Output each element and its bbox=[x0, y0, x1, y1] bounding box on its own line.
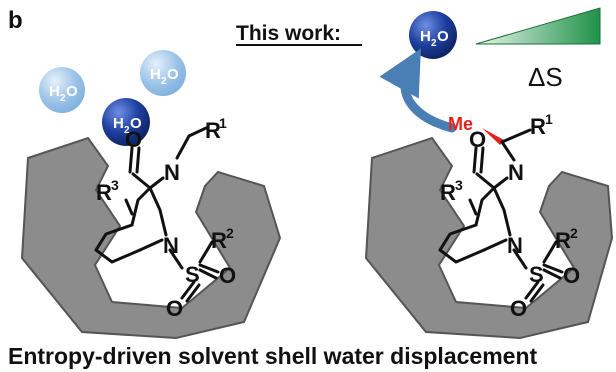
entropy-symbol: ΔS bbox=[528, 62, 563, 92]
entropy-wedge bbox=[475, 7, 601, 45]
svg-text:H: H bbox=[49, 83, 60, 100]
atom-S: S bbox=[185, 262, 200, 287]
svg-text:2: 2 bbox=[226, 225, 234, 241]
svg-text:O: O bbox=[66, 83, 78, 100]
svg-text:2: 2 bbox=[124, 125, 130, 136]
binding-pocket-left bbox=[20, 136, 282, 340]
atom-N-sulfonamide: N bbox=[163, 233, 179, 258]
heading: This work: bbox=[236, 22, 341, 45]
atom-O-carbonyl: O bbox=[469, 127, 486, 152]
atom-N-sulfonamide: N bbox=[507, 233, 523, 258]
methyl-label: Me bbox=[448, 114, 473, 134]
methyl-wedge-bond bbox=[482, 128, 504, 145]
svg-text:O: O bbox=[167, 66, 179, 83]
atom-O-sulfonyl-2: O bbox=[563, 263, 580, 288]
svg-text:2: 2 bbox=[161, 76, 167, 87]
atom-R3: R bbox=[440, 180, 456, 205]
svg-text:2: 2 bbox=[431, 38, 437, 49]
svg-text:H: H bbox=[150, 66, 161, 83]
water-dark-right: H 2 O bbox=[409, 11, 457, 59]
panel-label: b bbox=[8, 7, 23, 34]
svg-text:2: 2 bbox=[570, 225, 578, 241]
svg-text:2: 2 bbox=[60, 93, 66, 104]
svg-text:O: O bbox=[130, 115, 142, 132]
atom-O-sulfonyl-2: O bbox=[219, 263, 236, 288]
atom-R2: R bbox=[555, 228, 571, 253]
atom-O-sulfonyl-1: O bbox=[510, 296, 527, 321]
water-light-2: H 2 O bbox=[140, 50, 186, 96]
svg-text:O: O bbox=[437, 28, 449, 45]
binding-pocket-right bbox=[364, 136, 614, 340]
atom-O-carbonyl: O bbox=[125, 127, 142, 152]
ligand-left: O N R 1 R 3 N S R 2 O O bbox=[94, 115, 236, 321]
water-light-1: H 2 O bbox=[39, 67, 85, 113]
svg-text:3: 3 bbox=[111, 177, 119, 193]
atom-S: S bbox=[529, 262, 544, 287]
atom-R1: R bbox=[205, 118, 221, 143]
atom-N-amide: N bbox=[508, 160, 524, 185]
atom-R3: R bbox=[96, 180, 112, 205]
atom-N-amide: N bbox=[164, 160, 180, 185]
ligand-right: Me O N R 1 R 3 N S R bbox=[438, 111, 580, 321]
svg-text:H: H bbox=[420, 28, 431, 45]
svg-text:1: 1 bbox=[219, 115, 227, 131]
figure-caption: Entropy-driven solvent shell water displ… bbox=[8, 343, 537, 369]
atom-O-sulfonyl-1: O bbox=[166, 296, 183, 321]
svg-text:1: 1 bbox=[545, 111, 553, 127]
left-panel: H 2 O H 2 O H 2 O bbox=[20, 50, 282, 340]
right-panel: H 2 O ΔS Me O bbox=[364, 7, 614, 340]
displacement-arrow bbox=[379, 48, 457, 133]
svg-text:3: 3 bbox=[455, 177, 463, 193]
atom-R1: R bbox=[530, 114, 546, 139]
svg-text:H: H bbox=[113, 115, 124, 132]
water-dark-left: H 2 O bbox=[102, 98, 150, 146]
atom-R2: R bbox=[211, 228, 227, 253]
